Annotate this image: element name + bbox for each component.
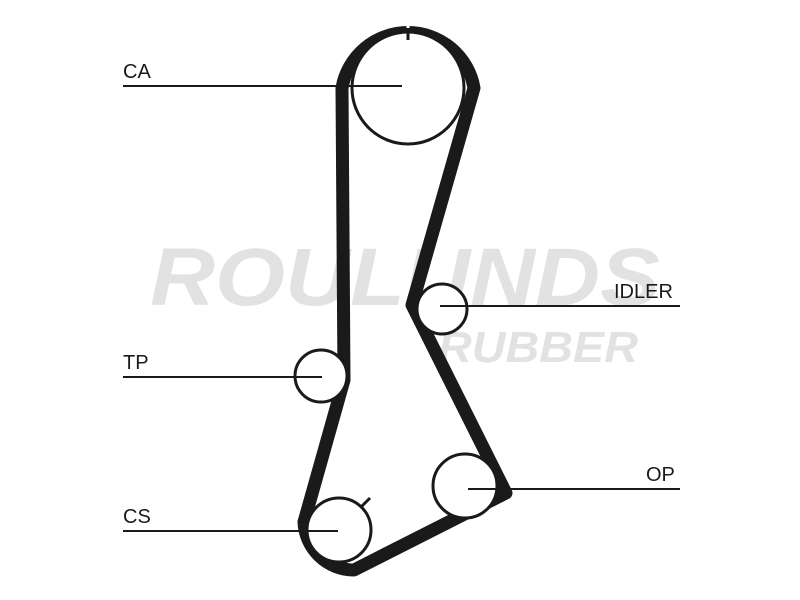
crankshaft-timing-mark	[360, 496, 372, 508]
tp-label: TP	[123, 352, 149, 374]
cs-label: CS	[123, 506, 151, 528]
op-label: OP	[646, 464, 675, 486]
idler-label: IDLER	[614, 281, 673, 303]
camshaft-pulley	[350, 30, 466, 146]
ca-label: CA	[123, 61, 151, 83]
idler-pulley	[415, 282, 469, 336]
oil-pump-pulley	[431, 452, 499, 520]
watermark-subtitle-text: RUBBER	[438, 323, 638, 372]
watermark-logo-text: ROULUNDS	[150, 232, 660, 323]
